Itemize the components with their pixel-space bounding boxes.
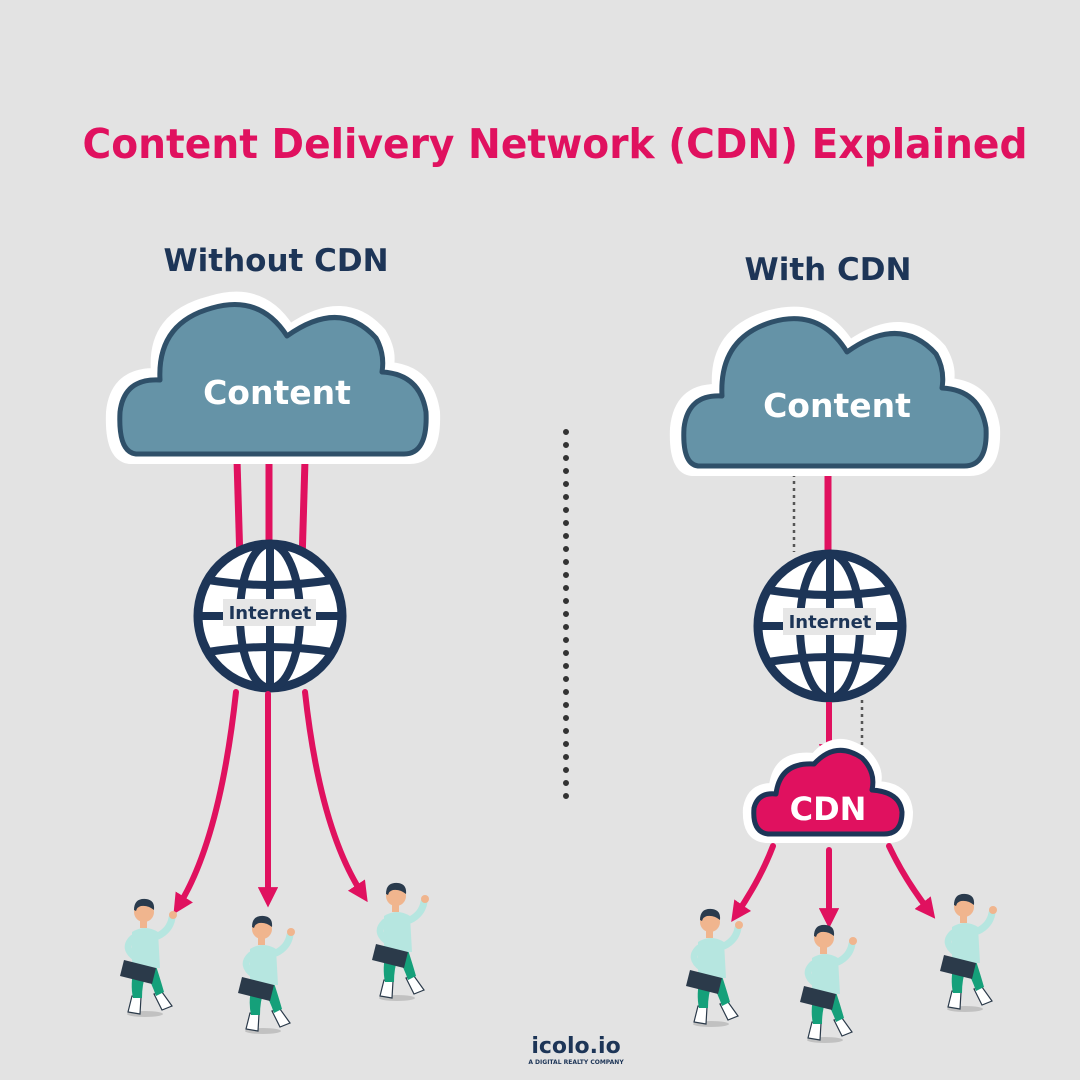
arrow-icon [731,843,776,923]
brand-logo: icolo.io A DIGITAL REALTY COMPANY [528,1034,624,1066]
heading-with-cdn: With CDN [745,252,912,288]
brand-tagline: A DIGITAL REALTY COMPANY [528,1059,624,1066]
arrows-to-users [173,689,368,915]
arrow-icon [173,689,239,915]
globe-icon: Internet [198,544,342,688]
panel-without-cdn: Without CDN Content Internet [105,243,441,1034]
page-title: Content Delivery Network (CDN) Explained [83,120,1028,168]
arrow-icon [302,689,368,903]
cloud-content-label: Content [203,373,351,412]
brand-name: icolo.io [531,1034,620,1059]
globe-internet-label: Internet [229,603,312,624]
user-laptop-icon [940,894,997,1012]
cloud-icon: Content [105,291,441,464]
heading-without-cdn: Without CDN [163,243,388,279]
arrow-icon [886,843,936,919]
user-laptop-icon [238,916,295,1034]
user-laptop-icon [800,925,857,1043]
cloud-content-label: Content [763,386,911,425]
cdn-label: CDN [790,790,867,828]
cloud-icon: Content [669,306,1001,476]
cdn-cloud-icon: CDN [742,738,913,843]
connection-lines [233,459,309,563]
user-laptop-icon [686,909,743,1027]
panel-with-cdn: With CDN Content Internet CDN [669,252,1001,1043]
user-laptop-icon [372,883,429,1001]
globe-icon: Internet [758,554,902,698]
globe-internet-label: Internet [789,612,872,633]
user-laptop-icon [120,899,177,1017]
arrows-to-users [731,843,936,929]
